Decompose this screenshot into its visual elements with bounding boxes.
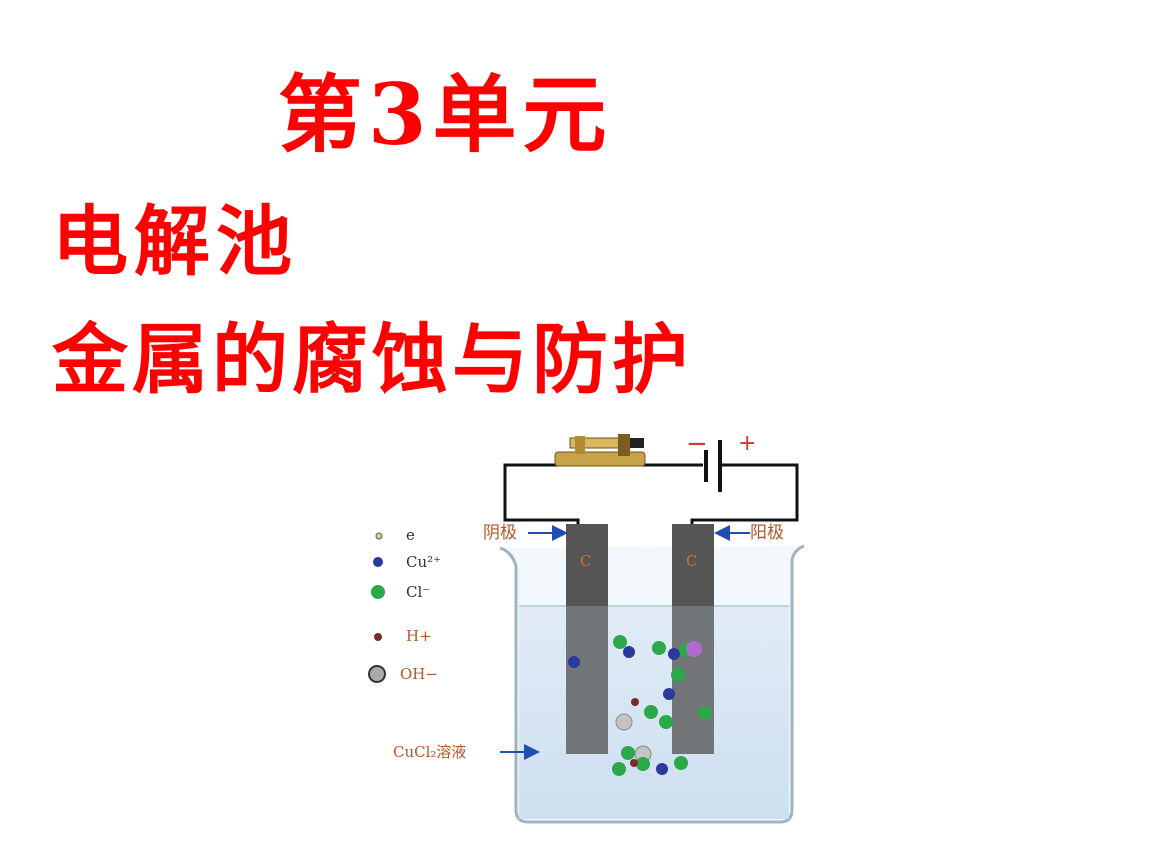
ion-cl xyxy=(613,635,627,649)
electrolytic-cell-title: 电解池 xyxy=(52,197,298,286)
legend-label-cu: Cu²⁺ xyxy=(406,553,441,571)
corrosion-protection-title: 金属的腐蚀与防护 xyxy=(52,315,692,404)
ion-cl xyxy=(698,706,712,720)
legend-dot-oh xyxy=(368,665,386,683)
ion-cu xyxy=(623,646,635,658)
battery xyxy=(704,440,722,492)
solution-label: CuCl₂溶液 xyxy=(393,743,466,761)
legend-label-h: H+ xyxy=(406,627,432,645)
ion-cu xyxy=(656,763,668,775)
ion-cl xyxy=(644,705,658,719)
circuit-wire xyxy=(503,463,799,524)
ion-cu xyxy=(668,648,680,660)
ion-h xyxy=(630,759,638,767)
ion-h xyxy=(631,698,639,706)
ion-cl xyxy=(659,715,673,729)
battery-plus-sign: + xyxy=(738,431,756,456)
legend-label-electron: e xyxy=(406,526,415,544)
battery-minus-sign: − xyxy=(686,429,708,459)
cathode-letter: C xyxy=(580,552,591,570)
ion-oh xyxy=(615,713,633,731)
cathode-electrode xyxy=(566,524,608,754)
ion-cu xyxy=(568,656,580,668)
cathode-label: 阴极 xyxy=(483,523,517,543)
switch xyxy=(554,434,646,467)
ion-cl xyxy=(674,756,688,770)
legend-dot-h xyxy=(374,633,382,641)
legend-dot-electron xyxy=(375,532,383,540)
legend-label-cl: Cl⁻ xyxy=(406,583,430,601)
legend-label-oh: OH− xyxy=(400,665,438,683)
beaker xyxy=(499,544,805,824)
ion-cu xyxy=(663,688,675,700)
ion-cl xyxy=(671,668,685,682)
anode-letter: C xyxy=(686,552,697,570)
legend-dot-cu xyxy=(373,557,383,567)
legend: e Cu²⁺ Cl⁻ H+ OH− xyxy=(368,526,441,683)
unit-title: 第3单元 xyxy=(278,65,613,164)
ions xyxy=(568,635,712,776)
anode-label: 阳极 xyxy=(750,523,784,543)
ion-cl xyxy=(636,757,650,771)
ion-cl xyxy=(612,762,626,776)
ion-cl xyxy=(621,746,635,760)
ion-cl xyxy=(652,641,666,655)
legend-dot-cl xyxy=(371,585,385,599)
ion-cl2 xyxy=(686,641,702,657)
